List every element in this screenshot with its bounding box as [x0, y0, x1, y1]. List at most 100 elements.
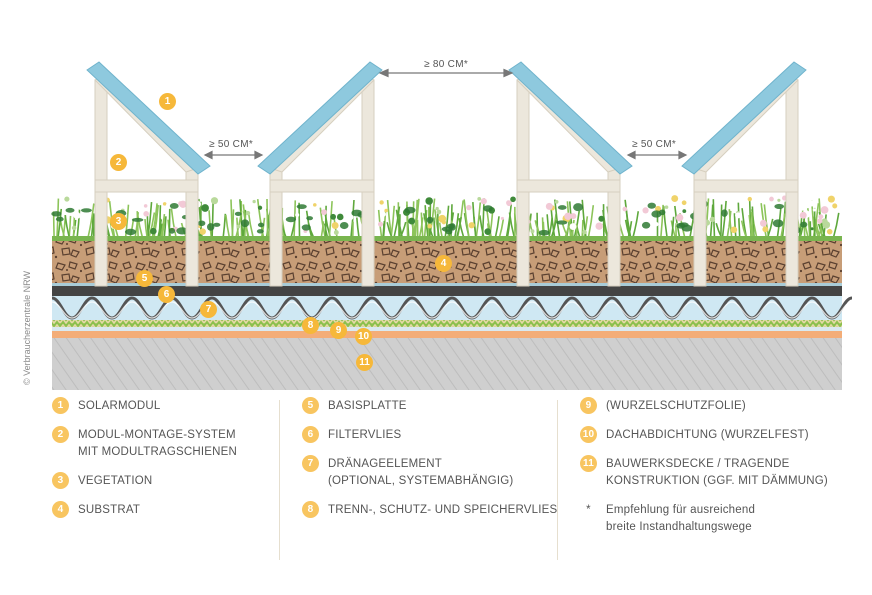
flower	[812, 208, 816, 212]
flower	[500, 216, 504, 220]
grass-blade	[438, 222, 444, 239]
flower	[441, 220, 447, 225]
flower	[252, 199, 256, 204]
legend-label-line1: Bauwerksdecke / tragende	[606, 458, 790, 470]
leaf-cluster	[285, 216, 297, 223]
flower	[654, 222, 659, 227]
flower	[143, 211, 149, 217]
leaf-cluster	[404, 206, 416, 214]
legend-badge: 10	[580, 426, 597, 443]
base-plate	[52, 286, 842, 296]
flower	[642, 207, 649, 214]
legend-item-9: 9 (Wurzelschutzfolie)	[580, 397, 828, 415]
leaf-cluster	[351, 209, 363, 217]
grass-blade	[587, 205, 595, 239]
leaf-cluster	[197, 220, 206, 227]
scene-badge-8: 8	[302, 317, 319, 334]
flower	[598, 215, 605, 222]
grass-blade	[424, 205, 429, 239]
flower	[810, 227, 814, 231]
grass-blade	[780, 213, 786, 239]
leaf-cluster	[131, 217, 144, 222]
grass-blade	[720, 204, 723, 239]
legend-label: Vegetation	[78, 475, 153, 487]
grass-blade	[225, 214, 231, 239]
legend-item-1: 1 Solarmodul	[52, 397, 237, 415]
flower	[143, 204, 148, 208]
flower	[330, 213, 336, 220]
flower	[817, 218, 823, 224]
flower	[675, 213, 684, 222]
grass-blade	[494, 216, 500, 239]
flower	[179, 200, 187, 208]
flower	[408, 217, 416, 225]
dimension-label-right: ≥ 50 CM*	[632, 139, 677, 150]
grass-blade	[737, 202, 741, 239]
leaf-cluster	[557, 205, 567, 210]
grass-blade	[382, 223, 385, 239]
drainage-element	[51, 296, 853, 320]
grass-blade	[472, 202, 477, 239]
flower	[427, 223, 433, 229]
grass-blade	[256, 199, 265, 239]
flower	[799, 211, 807, 219]
flower	[333, 230, 339, 235]
flower	[724, 225, 729, 229]
solar-panel	[257, 61, 383, 175]
legend-badge: 3	[52, 472, 69, 489]
grass-blade	[832, 212, 840, 239]
flower	[336, 213, 344, 221]
grass-blade	[420, 212, 424, 239]
flower	[506, 200, 511, 206]
grass-blade	[453, 213, 460, 239]
grass-blade	[153, 204, 160, 239]
legend-item-6: 6 Filtervlies	[302, 426, 557, 444]
flower	[347, 214, 354, 221]
flower	[818, 214, 824, 220]
leaf-cluster	[556, 220, 568, 225]
flower	[64, 196, 70, 202]
waterproofing-layer	[52, 331, 842, 338]
flower	[377, 221, 384, 227]
flower	[321, 209, 327, 216]
legend-label: Modul-Montage-System mit Modultragschien…	[78, 427, 237, 461]
leaf-cluster	[538, 229, 550, 236]
legend-badge: 1	[52, 397, 69, 414]
legend-label-line1: Dränageelement	[328, 458, 442, 470]
flower	[820, 206, 829, 214]
flower	[76, 202, 85, 210]
mounting-frames	[86, 61, 807, 287]
leaf-cluster	[445, 229, 453, 235]
flower	[671, 195, 679, 203]
flower	[480, 198, 487, 205]
legend-label: Filtervlies	[328, 429, 402, 441]
flower	[150, 227, 157, 235]
grass-blade	[660, 204, 664, 239]
flower	[564, 212, 572, 220]
grass-blade	[87, 203, 95, 239]
grass-blade	[818, 211, 826, 239]
legend-badge: 8	[302, 501, 319, 518]
flower	[71, 225, 77, 231]
grass-blade	[414, 199, 419, 239]
leaf-cluster	[483, 205, 493, 212]
leaf-cluster	[676, 222, 686, 229]
leaf-cluster	[51, 211, 62, 217]
grass-blade	[148, 212, 156, 239]
leaf-cluster	[234, 211, 242, 216]
leaf-cluster	[774, 203, 785, 209]
scene-badge-4: 4	[435, 255, 452, 272]
flower	[436, 209, 442, 215]
grass-blade	[406, 201, 409, 239]
legend-label-line2: mit Modultragschienen	[78, 446, 238, 458]
dimension-label-left: ≥ 50 CM*	[209, 139, 254, 150]
flower	[582, 229, 587, 235]
flower	[384, 208, 388, 213]
flower	[60, 203, 64, 207]
footnote-line2: breite Instandhaltungswege	[606, 521, 752, 533]
grass-blade	[151, 203, 158, 239]
flower	[466, 204, 472, 211]
flower	[735, 212, 742, 219]
flower	[331, 222, 339, 229]
rack-crossbar	[269, 179, 375, 193]
